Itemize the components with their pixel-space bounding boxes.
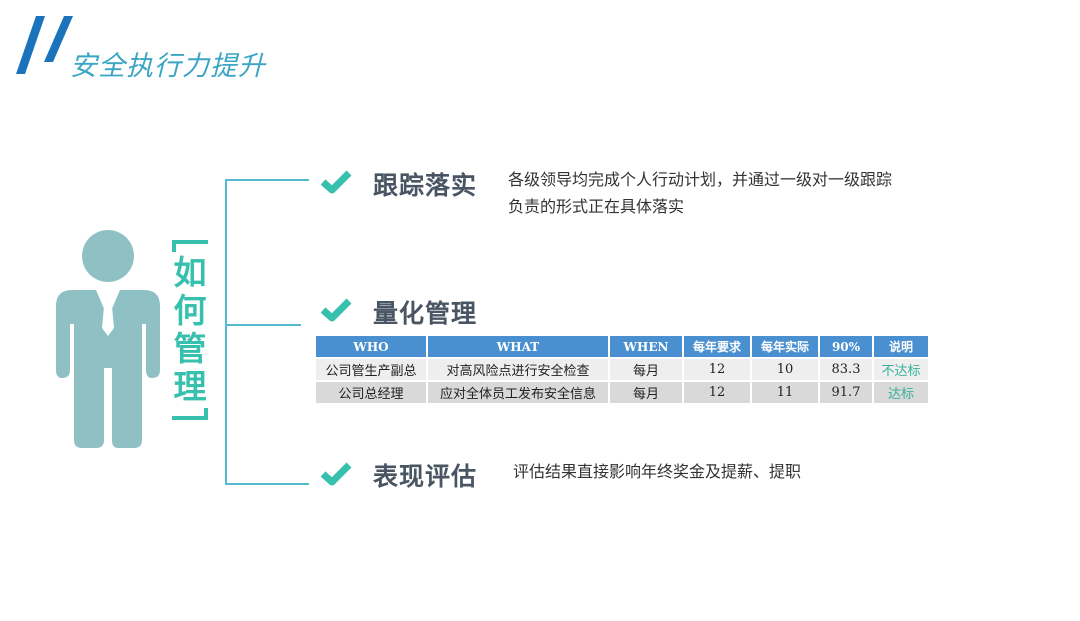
col-header: WHAT <box>427 336 610 358</box>
bracket-tick <box>172 240 176 252</box>
desc-line: 负责的形式正在具体落实 <box>508 197 685 216</box>
side-char: 理 <box>173 367 207 406</box>
col-header: 说明 <box>873 336 930 358</box>
side-label-text: 如 何 管 理 <box>172 254 208 406</box>
section-title-evaluation: 表现评估 <box>373 462 478 491</box>
side-char: 何 <box>173 291 207 330</box>
section-desc-tracking: 各级领导均完成个人行动计划，并通过一级对一级跟踪 负责的形式正在具体落实 <box>508 166 892 220</box>
col-header: WHEN <box>609 336 684 358</box>
tree-connector <box>225 176 315 488</box>
table-row: 公司总经理 应对全体员工发布安全信息 每月 12 11 91.7 达标 <box>316 380 930 403</box>
table-cell: 每月 <box>609 380 684 403</box>
table-cell: 12 <box>683 357 752 381</box>
table-cell: 公司总经理 <box>316 380 428 403</box>
tree-branch <box>225 483 309 485</box>
table-cell: 11 <box>751 380 820 403</box>
bracket-bottom <box>172 416 208 420</box>
table-cell: 12 <box>683 380 752 403</box>
table-cell: 91.7 <box>819 380 874 403</box>
side-char: 如 <box>173 253 207 292</box>
table-cell: 应对全体员工发布安全信息 <box>427 380 610 403</box>
section-title-tracking: 跟踪落实 <box>373 171 478 200</box>
side-label: 如 何 管 理 <box>172 240 208 420</box>
status-cell: 达标 <box>873 380 930 403</box>
section-title-quant: 量化管理 <box>373 299 478 328</box>
page-title: 安全执行力提升 <box>70 51 266 82</box>
table-cell: 每月 <box>609 357 684 381</box>
desc-line: 评估结果直接影响年终奖金及提薪、提职 <box>513 462 802 481</box>
status-cell: 不达标 <box>873 357 930 381</box>
check-icon <box>320 170 352 194</box>
quant-table: WHO WHAT WHEN 每年要求 每年实际 90% 说明 公司管生产副总 对… <box>316 336 930 403</box>
tree-branch <box>225 324 301 326</box>
check-icon <box>320 462 352 486</box>
col-header: WHO <box>316 336 428 358</box>
person-icon <box>56 230 160 448</box>
table-cell: 10 <box>751 357 820 381</box>
col-header: 90% <box>819 336 874 358</box>
side-char: 管 <box>173 329 207 368</box>
check-icon <box>320 298 352 322</box>
tree-vertical-line <box>225 179 227 485</box>
table-header-row: WHO WHAT WHEN 每年要求 每年实际 90% 说明 <box>316 336 930 358</box>
table-row: 公司管生产副总 对高风险点进行安全检查 每月 12 10 83.3 不达标 <box>316 357 930 381</box>
bracket-tick <box>204 408 208 420</box>
section-desc-evaluation: 评估结果直接影响年终奖金及提薪、提职 <box>513 458 801 485</box>
bracket-top <box>172 240 208 244</box>
table-cell: 对高风险点进行安全检查 <box>427 357 610 381</box>
table-cell: 公司管生产副总 <box>316 357 428 381</box>
tree-branch <box>225 179 309 181</box>
col-header: 每年实际 <box>751 336 820 358</box>
table-cell: 83.3 <box>819 357 874 381</box>
col-header: 每年要求 <box>683 336 752 358</box>
desc-line: 各级领导均完成个人行动计划，并通过一级对一级跟踪 <box>508 170 893 189</box>
slash-decoration <box>16 16 73 74</box>
